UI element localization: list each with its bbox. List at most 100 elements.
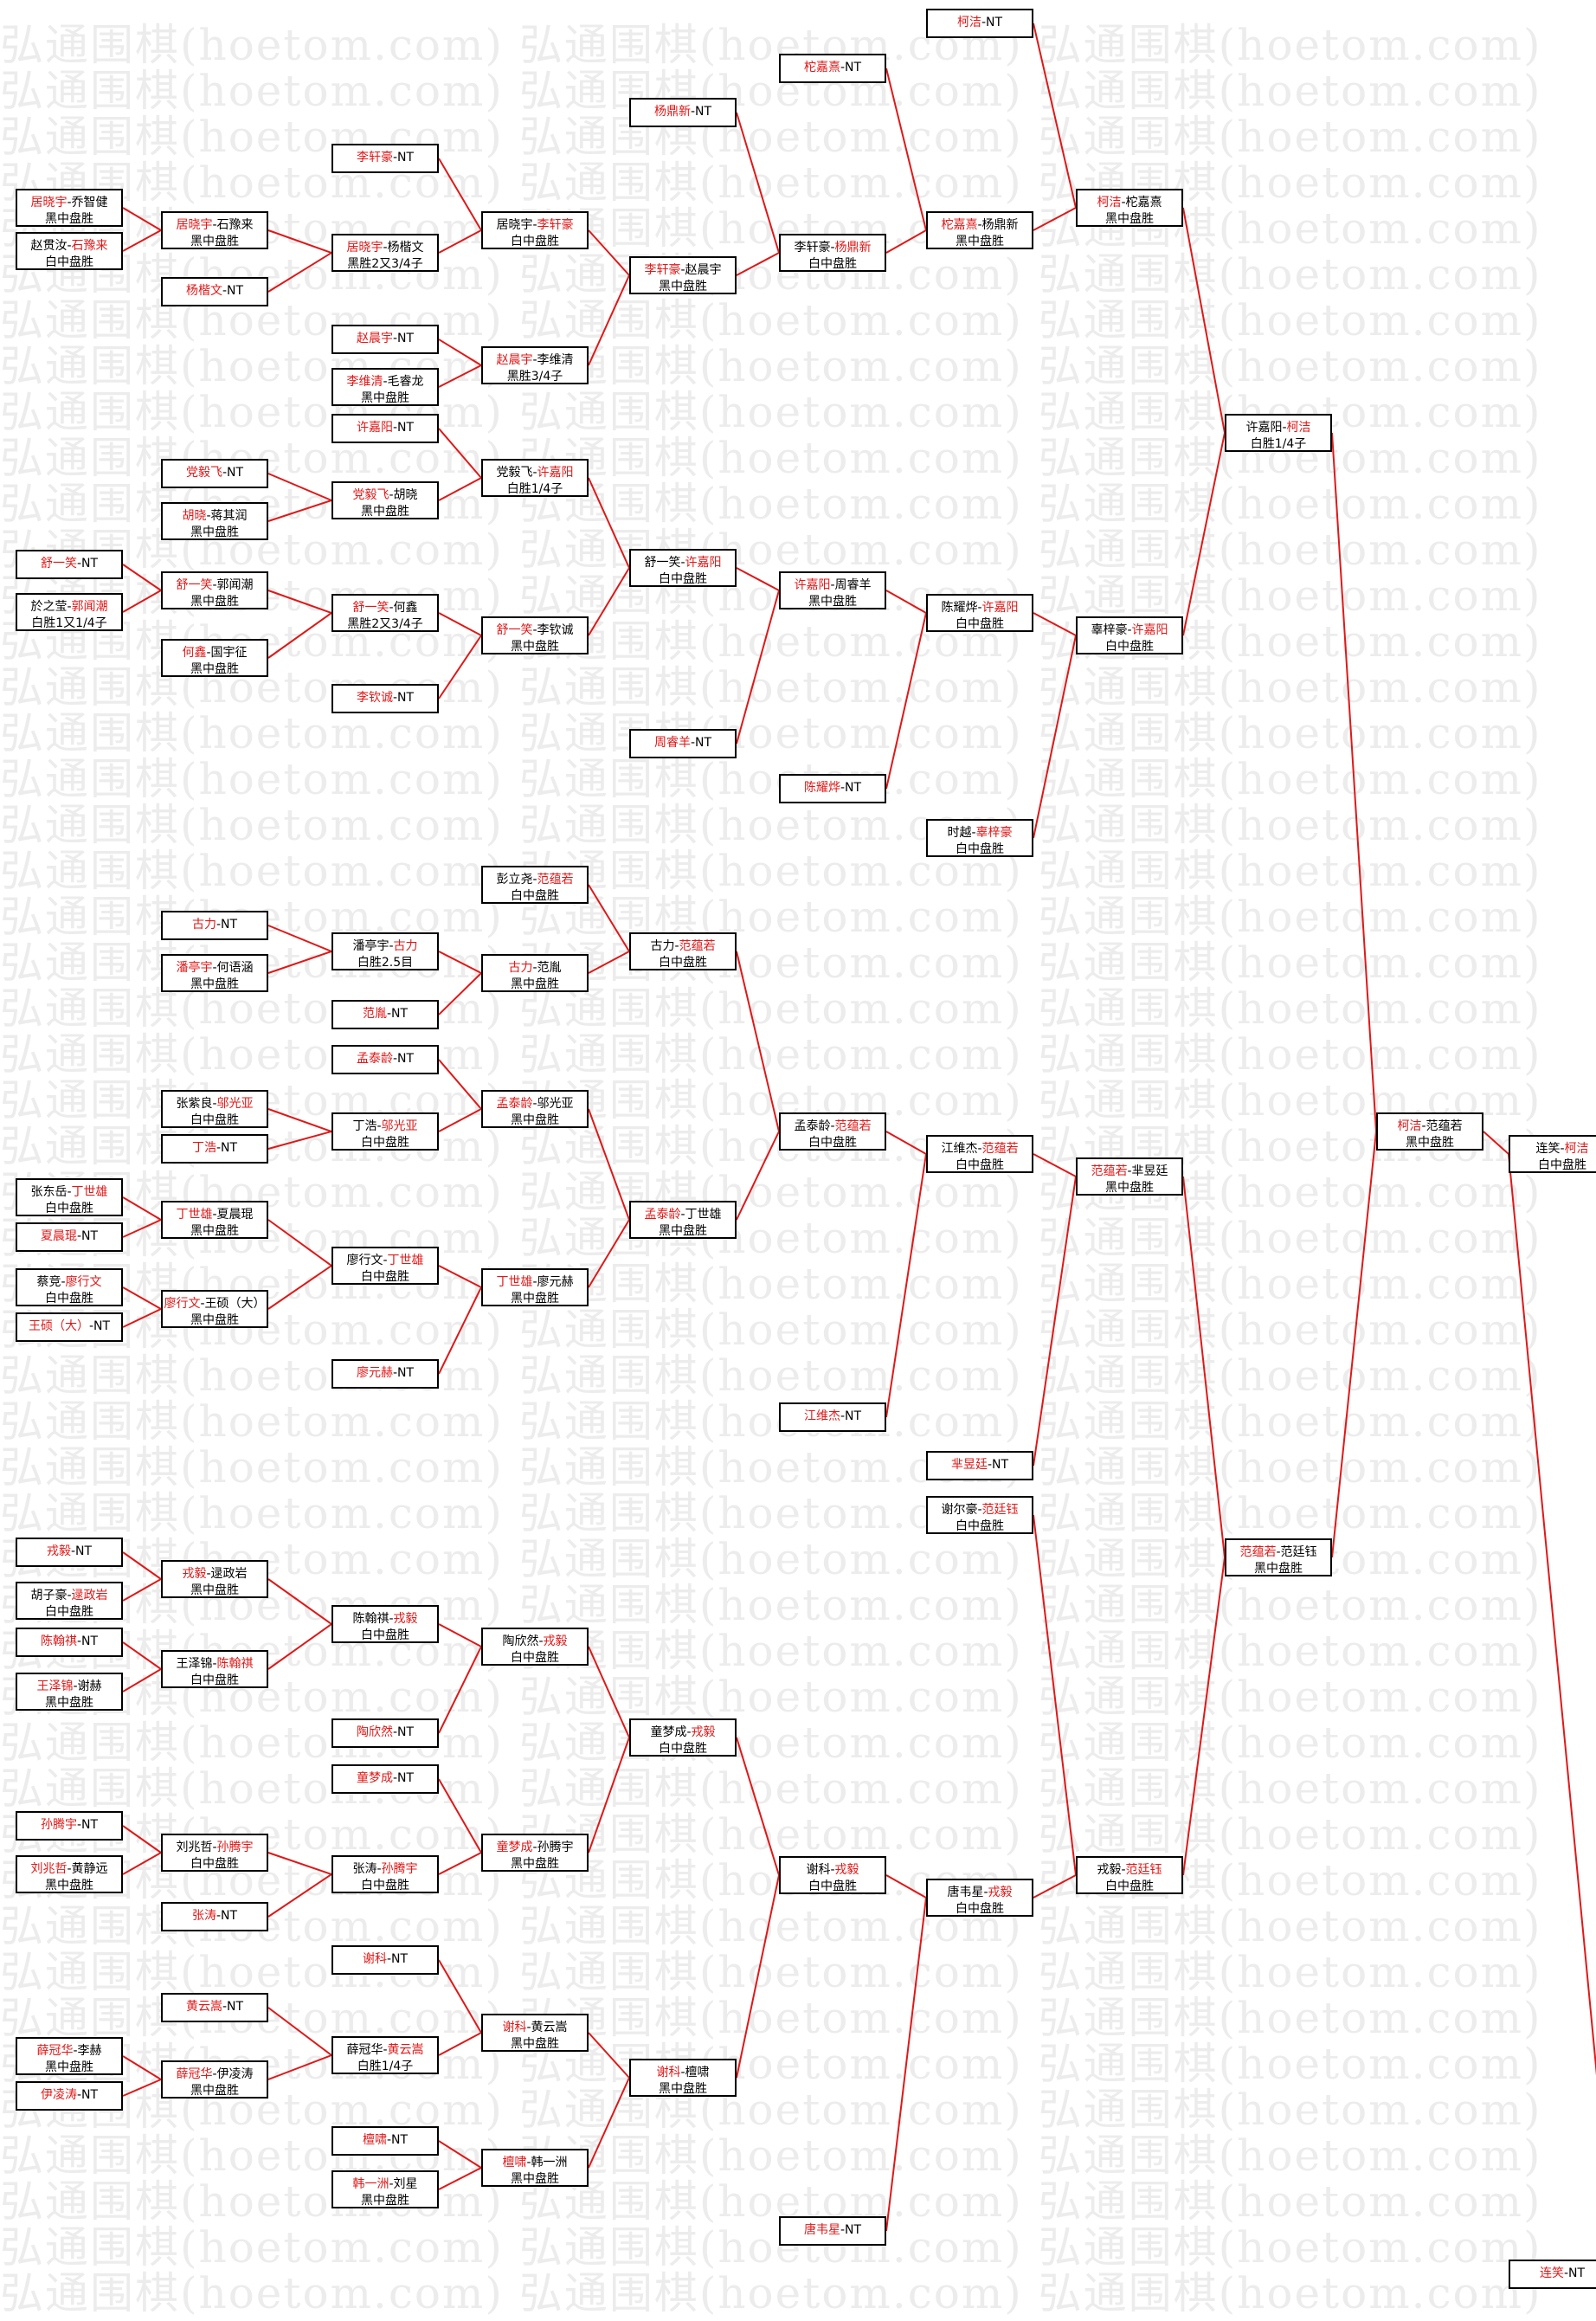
match-result: 黑中盘胜 xyxy=(361,391,409,405)
match-result: 白中盘胜 xyxy=(361,1628,409,1642)
player-name: 杨楷文 xyxy=(185,284,222,298)
match-players: 伊凌涛-NT xyxy=(40,2088,99,2102)
player-name: 范蕴若 xyxy=(1091,1164,1128,1178)
bracket-connector xyxy=(267,1219,332,1267)
match-box: 党毅飞-许嘉阳白胜1/4子 xyxy=(481,459,589,497)
player-name: 戎毅 xyxy=(1097,1863,1122,1877)
bracket-connector xyxy=(1033,1153,1077,1177)
match-box: 李轩豪-杨鼎新白中盘胜 xyxy=(779,234,886,272)
match-box: 廖行文-丁世雄白中盘胜 xyxy=(331,1247,439,1285)
player-name: 张涛 xyxy=(191,1909,216,1923)
match-players: 张东岳-丁世雄 xyxy=(30,1185,108,1199)
bracket-connector xyxy=(122,229,162,252)
player-name: 王硕（大） xyxy=(204,1297,266,1311)
bracket-connector xyxy=(122,1286,162,1310)
bracket-connector xyxy=(885,1874,927,1899)
player-name: 孙腾宇 xyxy=(216,1841,254,1854)
player-name: 居晓宇 xyxy=(30,196,68,210)
player-name: 孙腾宇 xyxy=(381,1862,418,1876)
player-name: 赵晨宇 xyxy=(685,263,722,277)
match-players: 丁浩-NT xyxy=(191,1141,238,1155)
match-box: 彭立尧-范蕴若白中盘胜 xyxy=(481,866,589,904)
match-box: 伊凌涛-NT xyxy=(16,2081,123,2111)
match-result: 白中盘胜 xyxy=(190,1113,239,1127)
bracket-connector xyxy=(1033,1514,1077,1876)
match-box: 许嘉阳-柯洁白胜1/4子 xyxy=(1225,414,1332,452)
bracket-connector xyxy=(438,1623,482,1647)
bracket-connector xyxy=(122,1852,162,1875)
bracket-connector xyxy=(122,1196,162,1221)
match-box: 潘亭宇-古力白胜2.5目 xyxy=(331,932,439,970)
bracket-connector xyxy=(736,112,780,254)
player-name: 古力 xyxy=(650,939,675,953)
player-name: 何鑫 xyxy=(182,646,207,660)
bracket-connector xyxy=(438,1959,482,2034)
player-name: 柯洁 xyxy=(1397,1119,1422,1133)
player-name: 李轩豪 xyxy=(794,241,831,255)
match-box: 柯洁-NT xyxy=(926,9,1033,38)
match-players: 张紫良-邬光亚 xyxy=(176,1097,254,1111)
match-box: 古力-范蕴若白中盘胜 xyxy=(629,932,737,970)
match-box: 胡子豪-逯政岩白中盘胜 xyxy=(16,1582,123,1620)
player-name: 李钦诚 xyxy=(537,623,574,637)
match-box: 胡晓-蒋其润黑中盘胜 xyxy=(161,502,268,540)
match-result: 白中盘胜 xyxy=(1105,640,1154,654)
match-players: 周睿羊-NT xyxy=(653,736,712,750)
match-box: 芈昱廷-NT xyxy=(926,1451,1033,1480)
bracket-connector xyxy=(1331,432,1377,1132)
bracket-connector xyxy=(122,1219,162,1238)
player-name: 韩一洲 xyxy=(352,2177,389,2191)
player-name: 戎毅 xyxy=(182,1567,207,1581)
bracket-connector xyxy=(267,925,332,952)
match-box: 韩一洲-刘星黑中盘胜 xyxy=(331,2170,439,2208)
match-box: 古力-NT xyxy=(161,911,268,940)
bracket-connector xyxy=(438,1265,482,1288)
match-players: 胡晓-蒋其润 xyxy=(182,509,248,523)
player-name: 童梦成 xyxy=(356,1771,393,1785)
match-box: 杨鼎新-NT xyxy=(629,98,737,127)
match-players: 古力-范胤 xyxy=(508,961,562,975)
match-players: 陈耀烨-许嘉阳 xyxy=(941,601,1019,615)
player-name: 范廷钰 xyxy=(1280,1545,1317,1559)
player-name: 戎毅 xyxy=(46,1544,71,1558)
match-players: 孟泰龄-丁世雄 xyxy=(644,1208,722,1222)
player-name: 廖行文 xyxy=(164,1297,201,1311)
match-box: 谢科-檀啸黑中盘胜 xyxy=(629,2059,737,2097)
player-name: 柁嘉熹 xyxy=(803,61,840,74)
match-box: 薛冠华-黄云嵩白胜1/4子 xyxy=(331,2036,439,2074)
match-box: 檀啸-韩一洲黑中盘胜 xyxy=(481,2149,589,2187)
player-name: 范蕴若 xyxy=(834,1119,872,1133)
player-name: 范胤 xyxy=(362,1007,387,1021)
match-players: 居晓宇-李轩豪 xyxy=(496,218,574,232)
player-name: 杨鼎新 xyxy=(981,218,1019,232)
match-box: 戎毅-逯政岩黑中盘胜 xyxy=(161,1560,268,1598)
match-result: NT xyxy=(227,2000,244,2014)
player-name: 舒一笑 xyxy=(40,557,77,571)
player-name: 范蕴若 xyxy=(679,939,716,953)
match-players: 童梦成-戎毅 xyxy=(650,1725,716,1739)
match-result: NT xyxy=(397,691,415,705)
player-name: 舒一笑 xyxy=(644,556,681,570)
match-result: 黑中盘胜 xyxy=(190,525,239,539)
match-box: 李钦诚-NT xyxy=(331,684,439,713)
bracket-connector xyxy=(736,1131,780,1221)
bracket-connector xyxy=(588,567,630,636)
bracket-connector xyxy=(438,1059,482,1110)
match-players: 陶欣然-NT xyxy=(356,1725,415,1739)
match-players: 孙腾宇-NT xyxy=(40,1818,99,1832)
bracket-connector xyxy=(736,1874,780,2079)
player-name: 古力 xyxy=(508,961,533,975)
match-box: 童梦成-NT xyxy=(331,1764,439,1794)
player-name: 党毅飞 xyxy=(496,466,533,480)
player-name: 舒一笑 xyxy=(496,623,533,637)
match-players: 赵贯汝-石豫来 xyxy=(30,239,108,253)
player-name: 古力 xyxy=(393,939,418,953)
match-players: 居晓宇-乔智健 xyxy=(30,196,108,210)
bracket-connector xyxy=(588,1737,630,1854)
bracket-connector xyxy=(1033,612,1077,636)
match-players: 柯洁-NT xyxy=(956,16,1003,29)
match-result: 黑中盘胜 xyxy=(659,1224,707,1238)
match-players: 李轩豪-杨鼎新 xyxy=(794,241,872,255)
player-name: 蔡竞 xyxy=(36,1275,61,1289)
player-name: 谢尔豪 xyxy=(941,1503,978,1517)
